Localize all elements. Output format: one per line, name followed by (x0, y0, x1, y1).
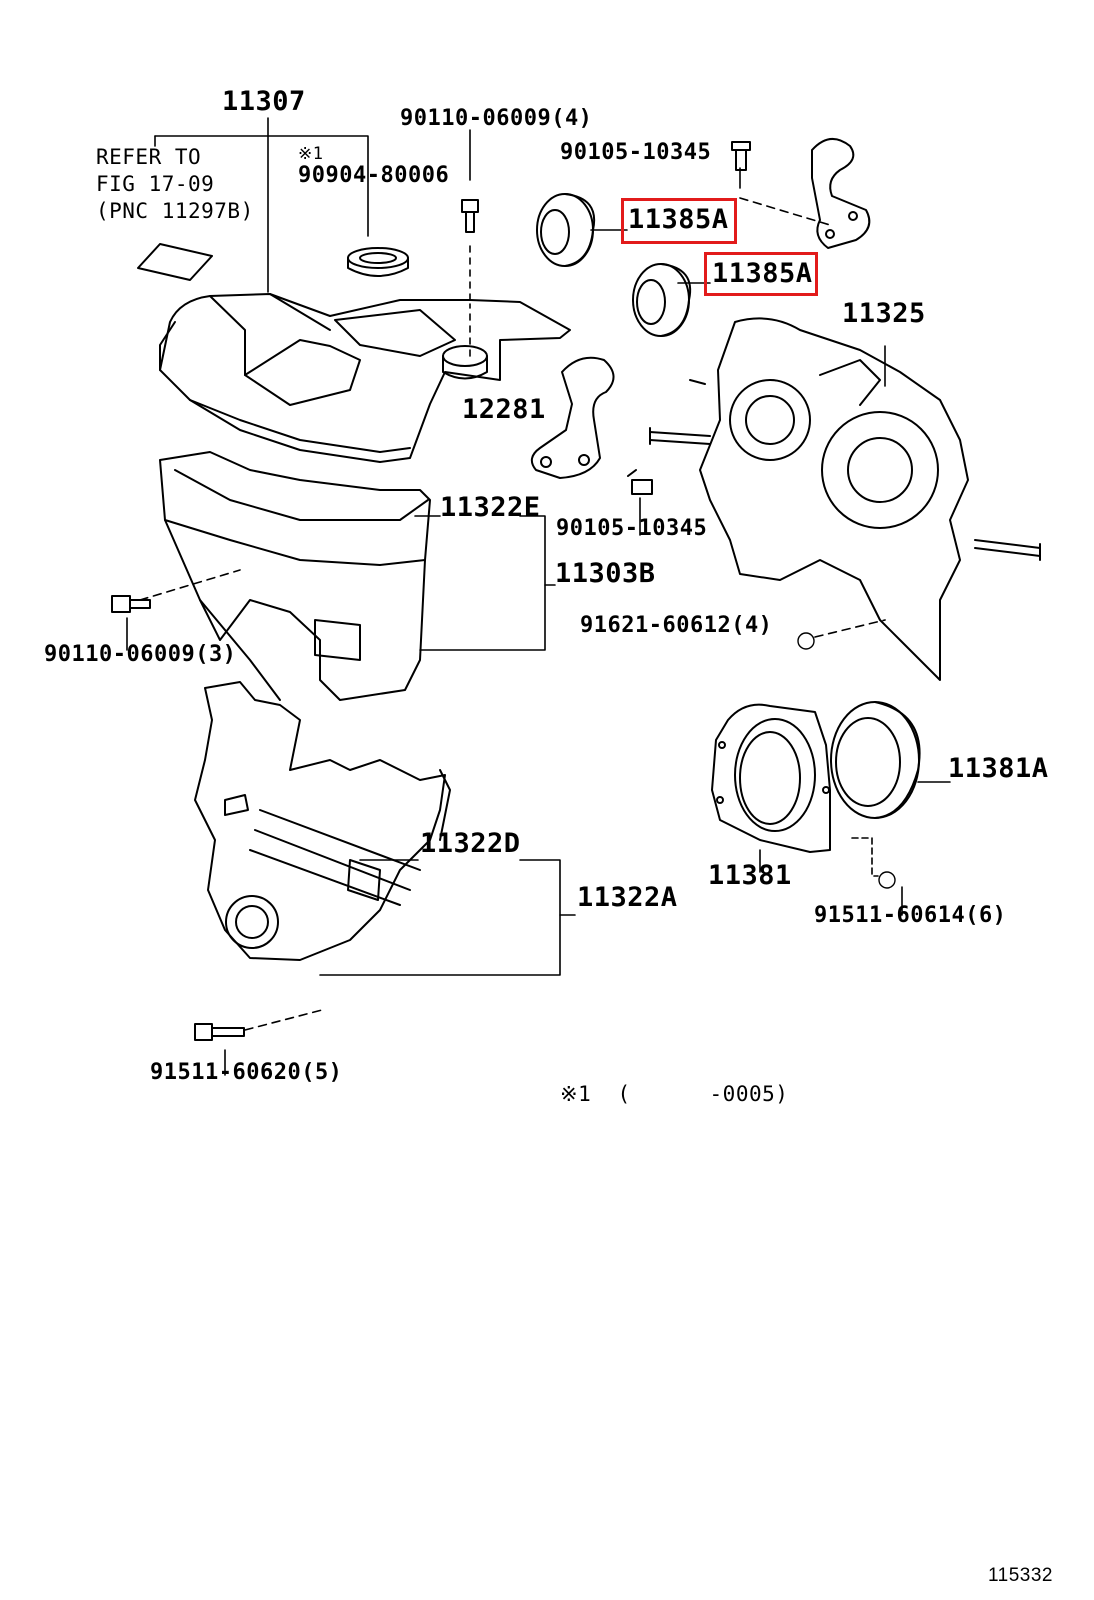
bolt-90105-mid (627, 469, 653, 495)
label-11322e: 11322E (440, 492, 541, 523)
label-11325: 11325 (842, 298, 926, 329)
label-90110-06009-top: 90110-06009(4) (400, 106, 593, 131)
bracket-top-right (811, 138, 871, 249)
bolt-91511-bottom (194, 1023, 245, 1041)
bracket-12281 (530, 356, 615, 479)
rear-oil-seal (830, 701, 921, 819)
footnote: ※1 ( -0005) (560, 1082, 789, 1106)
highlight-box-upper (621, 198, 737, 244)
bolt-90110-left (111, 595, 151, 613)
refer-line-2: FIG 17-09 (96, 172, 215, 196)
label-11381: 11381 (708, 860, 792, 891)
label-91621-60612: 91621-60612(4) (580, 613, 773, 638)
note-mark: ※1 (298, 144, 324, 164)
label-11303b: 11303B (555, 558, 656, 589)
refer-line-1: REFER TO (96, 145, 202, 169)
label-11322d: 11322D (420, 828, 521, 859)
label-91511-60620: 91511-60620(5) (150, 1060, 343, 1085)
middle-timing-cover (159, 451, 431, 701)
lower-timing-cover (194, 681, 451, 961)
marker-b-icons (797, 632, 896, 889)
label-90105-10345-mid: 90105-10345 (556, 516, 708, 541)
refer-line-3: (PNC 11297B) (96, 199, 254, 223)
rear-timing-plate (649, 317, 1041, 681)
diagram-id: 115332 (988, 1565, 1053, 1586)
upper-timing-cover (159, 293, 571, 463)
gasket-sheet-icon (137, 243, 213, 281)
leader-lines (126, 117, 951, 1076)
label-11307: 11307 (222, 86, 306, 117)
label-11385a-lower[interactable]: 11385A (712, 258, 813, 289)
label-11322a: 11322A (577, 882, 678, 913)
label-11385a-upper[interactable]: 11385A (628, 204, 729, 235)
oil-seal-retainer (711, 703, 831, 853)
oil-seal-90904 (347, 247, 409, 277)
label-91511-60614: 91511-60614(6) (814, 903, 1007, 928)
oil-seal-11385a-lower (632, 263, 692, 337)
label-90904-80006: 90904-80006 (298, 163, 450, 188)
highlight-box-lower (704, 252, 818, 296)
bolt-90105-top (731, 141, 751, 171)
label-90110-06009-left: 90110-06009(3) (44, 642, 237, 667)
label-12281: 12281 (462, 394, 546, 425)
bolt-90110-top (461, 199, 479, 233)
label-11381a: 11381A (948, 753, 1049, 784)
oil-seal-11385a-upper (536, 193, 596, 267)
label-90105-10345-top: 90105-10345 (560, 140, 712, 165)
